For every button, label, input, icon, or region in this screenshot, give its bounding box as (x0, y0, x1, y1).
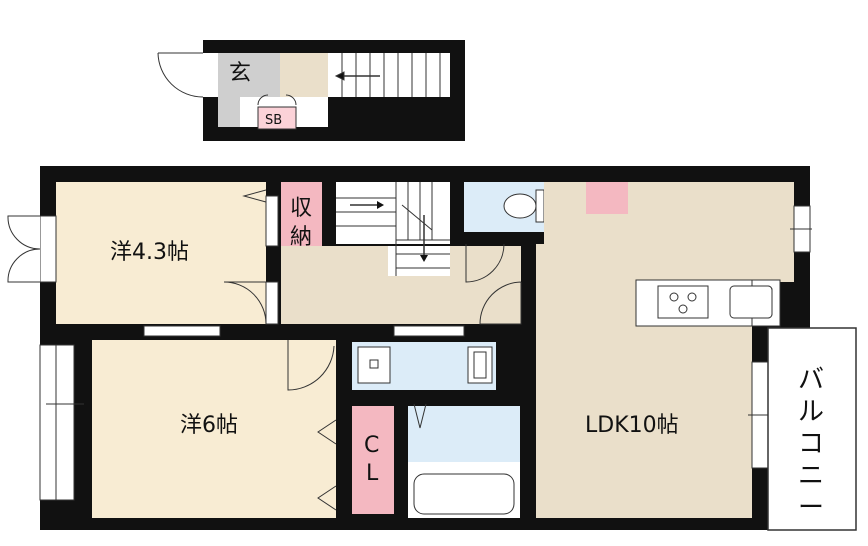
room-western-4.3 (56, 182, 266, 324)
room-western-6-label: 洋6帖 (180, 413, 238, 438)
storage-west-label-1: 収 (290, 196, 312, 221)
balcony-char-4: ニ (798, 461, 824, 491)
washbasin-icon (467, 346, 493, 384)
sink-icon-2 (729, 285, 773, 319)
storage-kitchen-overlay (586, 182, 628, 214)
room-western-4.3-label: 洋4.3帖 (110, 240, 189, 265)
closet (352, 406, 394, 514)
balcony-char-5: ー (798, 493, 824, 523)
room-ldk-label: LDK10帖 (585, 413, 679, 438)
balcony-char-2: ル (798, 397, 824, 427)
balcony-char-3: コ (798, 429, 824, 459)
room-western-6 (92, 340, 336, 518)
stairs-icon-upper (336, 182, 450, 276)
shoebox (257, 106, 297, 130)
balcony (767, 327, 857, 531)
entry-lower-fill (328, 97, 465, 141)
closet-label-2: L (366, 461, 379, 486)
window-west-6 (39, 344, 84, 501)
closet-label-1: C (364, 433, 379, 458)
toilet-icon (503, 189, 545, 223)
kitchen-corner (630, 182, 650, 230)
balcony-label: バ ル コ ニ ー (798, 365, 824, 523)
balcony-char-1: バ (798, 365, 824, 395)
shoebox-door (257, 94, 297, 106)
shoebox-label: SB (265, 113, 282, 128)
entry-level: 玄 SB (157, 40, 465, 141)
storage-west-label-2: 納 (290, 225, 312, 250)
hallway-notch (388, 246, 450, 276)
window-west-4.3 (7, 215, 57, 283)
bath-door (413, 403, 427, 429)
window-kitchen (790, 205, 812, 253)
genkan-landing (280, 53, 328, 97)
genkan-label: 玄 (229, 61, 251, 86)
washing-machine-icon (357, 346, 391, 384)
door-swings (223, 189, 522, 511)
upper-stairs (336, 182, 450, 244)
stairs-icon (334, 53, 441, 97)
bathtub-icon (413, 473, 515, 515)
stove-icon-2 (657, 285, 709, 319)
entrance-door (157, 52, 218, 98)
sliding-doors (143, 195, 465, 337)
lower-stairs (328, 53, 450, 97)
